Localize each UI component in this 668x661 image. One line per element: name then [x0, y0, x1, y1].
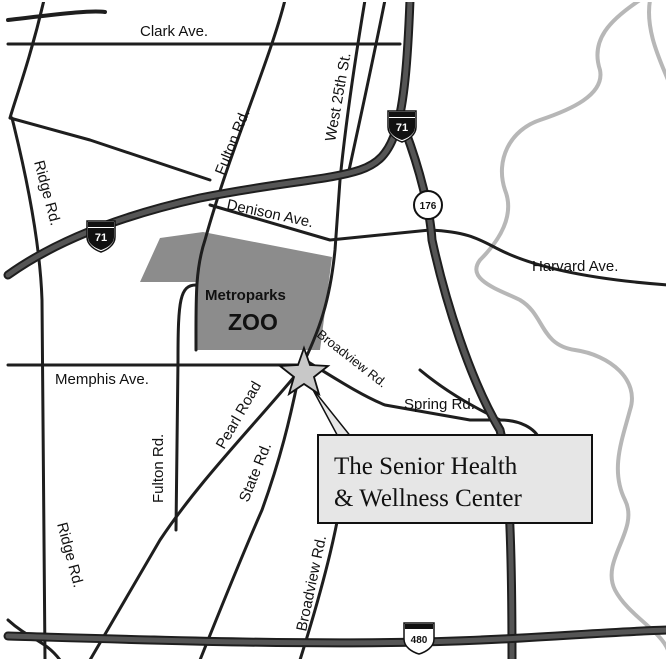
road-pearl — [88, 368, 302, 661]
road-denison — [208, 203, 668, 287]
zoo-label: Metroparks ZOO — [205, 287, 286, 335]
road-top-left — [6, 9, 107, 22]
label-denison: Denison Ave. — [225, 196, 315, 231]
shield-i480-text: 480 — [411, 635, 428, 646]
road-fulton-loop — [174, 283, 198, 532]
shield-i71-left-text: 71 — [95, 232, 107, 244]
callout-box: The Senior Health & Wellness Center — [317, 434, 593, 524]
shield-sr176-text: 176 — [420, 201, 437, 212]
shield-i71-left: 71 — [86, 220, 116, 253]
shield-sr176: 176 — [413, 190, 443, 220]
road-upper-diag — [8, 116, 212, 182]
label-state: State Rd. — [236, 440, 275, 504]
label-fulton-bottom: Fulton Rd. — [150, 434, 167, 503]
local-roads — [6, 0, 668, 661]
road-west-25th-b — [346, 0, 387, 177]
river — [474, 0, 668, 652]
zoo-label-line2: ZOO — [228, 309, 278, 335]
highway-i480-inner — [5, 627, 668, 646]
callout-line2: & Wellness Center — [334, 485, 522, 512]
shield-i480: 480 — [403, 622, 435, 655]
road-broadview-top — [303, 358, 542, 442]
road-ridge-top — [8, 0, 46, 120]
label-broadview-top: Broadview Rd. — [314, 327, 390, 391]
label-clark-ave: Clark Ave. — [140, 23, 208, 40]
street-labels: Clark Ave. Fulton Rd. West 25th St. Ridg… — [30, 23, 618, 633]
label-ridge-top: Ridge Rd. — [30, 159, 64, 228]
callout-line1: The Senior Health — [334, 453, 518, 480]
label-spring: Spring Rd. — [404, 396, 475, 413]
road-fulton-top — [194, 0, 287, 352]
river-branch — [647, 0, 668, 82]
label-harvard: Harvard Ave. — [532, 258, 618, 275]
zoo-area — [140, 232, 332, 350]
label-fulton-top: Fulton Rd. — [212, 107, 254, 178]
star-icon — [277, 345, 331, 397]
label-broadview-bottom: Broadview Rd. — [293, 534, 330, 633]
road-state — [198, 368, 302, 661]
shield-i71-top-text: 71 — [396, 122, 408, 134]
label-ridge-bottom: Ridge Rd. — [53, 521, 87, 590]
shield-i71-top: 71 — [387, 110, 417, 143]
label-memphis: Memphis Ave. — [55, 371, 149, 388]
zoo-label-line1: Metroparks — [205, 287, 286, 304]
road-west-25th — [298, 0, 367, 372]
road-ridge-main — [10, 116, 47, 661]
